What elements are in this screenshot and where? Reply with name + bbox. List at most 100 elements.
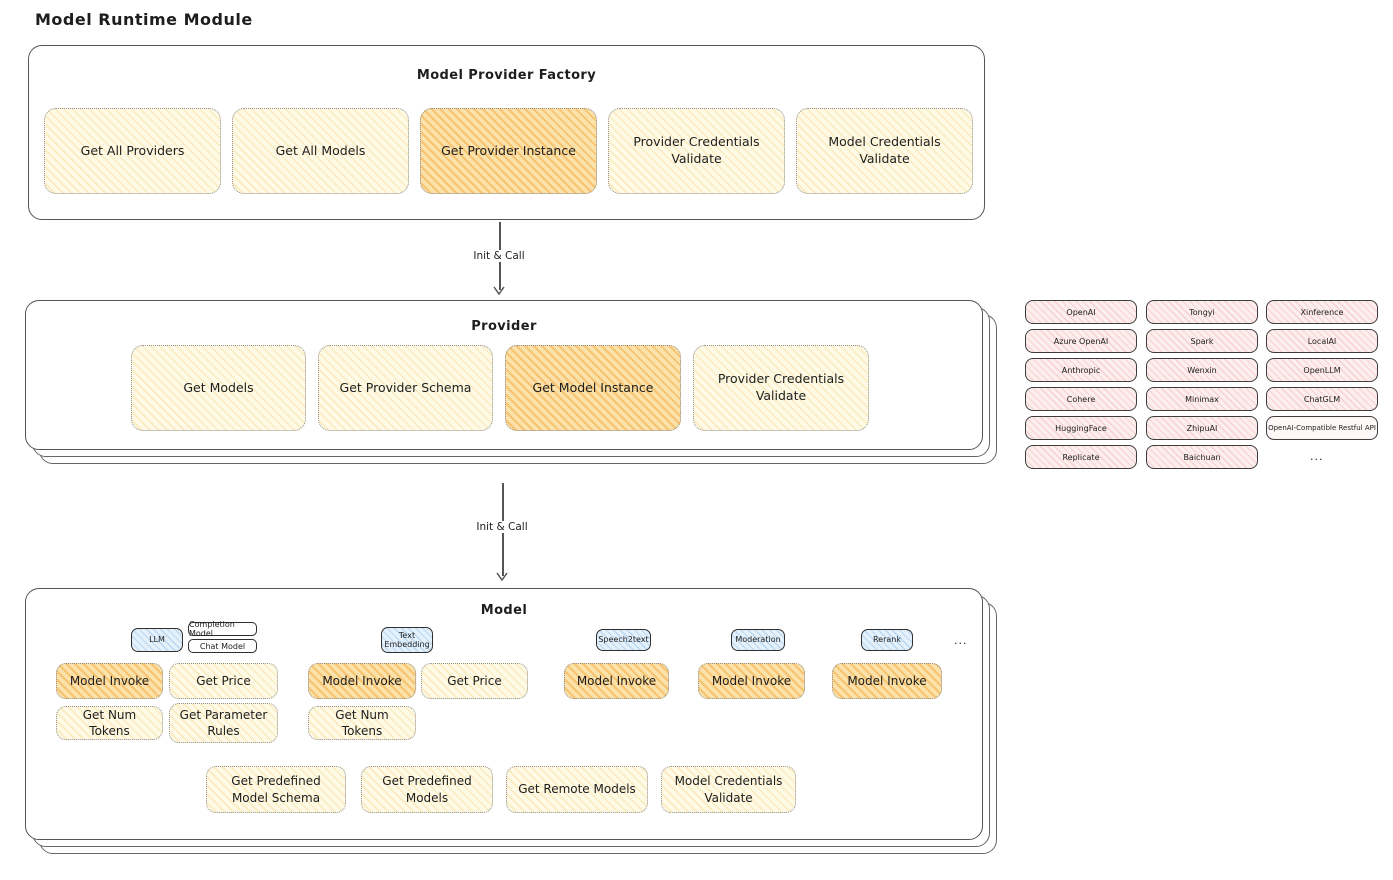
chip-label: OpenAI-Compatible Restful API xyxy=(1268,424,1376,432)
node-label: Get Predefined Models xyxy=(382,774,472,805)
node-embedding-model-invoke: Model Invoke xyxy=(308,663,416,699)
provider-chip: Azure OpenAI xyxy=(1025,329,1137,353)
model-title: Model xyxy=(480,603,528,618)
chip-label: Anthropic xyxy=(1061,365,1101,375)
chip-label: Baichuan xyxy=(1183,452,1221,462)
node-label: Model Invoke xyxy=(576,673,657,688)
tags-more-ellipsis: ... xyxy=(954,634,968,647)
chip-label: Cohere xyxy=(1066,394,1096,404)
provider-chip: HuggingFace xyxy=(1025,416,1137,440)
node-embedding-get-price: Get Price xyxy=(421,663,528,699)
node-get-provider-instance: Get Provider Instance xyxy=(420,108,597,194)
provider-chip: Xinference xyxy=(1266,300,1378,324)
factory-panel: Model Provider Factory Get All Providers… xyxy=(28,45,985,220)
provider-chip: Spark xyxy=(1146,329,1258,353)
node-llm-get-parameter-rules: Get Parameter Rules xyxy=(169,703,278,743)
provider-chip: ChatGLM xyxy=(1266,387,1378,411)
node-label: Get Parameter Rules xyxy=(179,707,268,738)
node-label: Model Invoke xyxy=(69,673,150,688)
node-label: Model Invoke xyxy=(847,673,927,688)
tag-rerank: Rerank xyxy=(861,629,913,651)
node-label: Get Num Tokens xyxy=(335,707,389,738)
tag-completion-model: Completion Model xyxy=(188,620,257,638)
arrow1-label: Init & Call xyxy=(469,250,529,262)
provider-chip: OpenAI xyxy=(1025,300,1137,324)
node-get-remote-models: Get Remote Models xyxy=(506,766,648,813)
arrow-head-icon xyxy=(493,286,505,295)
provider-panel: Provider Get Models Get Provider Schema … xyxy=(25,300,983,450)
chip-label: Spark xyxy=(1190,336,1214,346)
node-label: Get Provider Instance xyxy=(441,142,576,158)
tag-moderation: Moderation xyxy=(731,629,785,651)
node-llm-model-invoke: Model Invoke xyxy=(56,663,163,699)
node-rerank-model-invoke: Model Invoke xyxy=(832,663,942,699)
provider-chip: Wenxin xyxy=(1146,358,1258,382)
factory-title: Model Provider Factory xyxy=(416,68,597,83)
node-provider-credentials-validate-2: Provider Credentials Validate xyxy=(693,345,869,431)
node-label: Get Num Tokens xyxy=(82,707,137,738)
provider-chip: ZhipuAI xyxy=(1146,416,1258,440)
node-model-credentials-validate: Model Credentials Validate xyxy=(796,108,973,194)
node-moderation-model-invoke: Model Invoke xyxy=(698,663,805,699)
tag-label: Speech2text xyxy=(598,635,649,645)
node-speech2text-model-invoke: Model Invoke xyxy=(564,663,669,699)
chip-label: OpenAI xyxy=(1066,307,1096,317)
node-get-all-models: Get All Models xyxy=(232,108,409,194)
tag-label: Completion Model xyxy=(189,620,235,638)
node-label: Provider Credentials Validate xyxy=(633,134,760,166)
node-label: Provider Credentials Validate xyxy=(717,371,845,403)
tag-text-embedding: Text Embedding xyxy=(381,627,433,653)
provider-title: Provider xyxy=(471,319,537,334)
node-label: Get Price xyxy=(447,673,502,688)
provider-chip: Cohere xyxy=(1025,387,1137,411)
chip-label: Tongyi xyxy=(1189,307,1215,317)
node-get-provider-schema: Get Provider Schema xyxy=(318,345,493,431)
tag-label: Moderation xyxy=(735,635,781,645)
node-label: Get Remote Models xyxy=(518,782,636,797)
provider-chip: Tongyi xyxy=(1146,300,1258,324)
provider-chip: LocalAI xyxy=(1266,329,1378,353)
node-label: Get Provider Schema xyxy=(339,379,472,395)
chip-label: HuggingFace xyxy=(1055,423,1107,433)
node-label: Model Invoke xyxy=(711,673,792,688)
node-label: Get Model Instance xyxy=(532,379,654,395)
provider-chip: OpenLLM xyxy=(1266,358,1378,382)
chip-label: ChatGLM xyxy=(1303,394,1341,404)
model-panel: Model LLM Completion Model Chat Model Te… xyxy=(25,588,983,840)
provider-chip: Anthropic xyxy=(1025,358,1137,382)
node-get-all-providers: Get All Providers xyxy=(44,108,221,194)
node-label: Get Predefined Model Schema xyxy=(231,774,321,805)
provider-chip: Baichuan xyxy=(1146,445,1258,469)
node-label: Get All Models xyxy=(275,142,366,158)
tag-llm: LLM xyxy=(131,628,183,652)
chip-label: Azure OpenAI xyxy=(1053,336,1109,346)
tag-speech2text: Speech2text xyxy=(596,629,651,651)
node-label: Get Models xyxy=(183,379,254,395)
chip-label: Wenxin xyxy=(1187,365,1217,375)
chip-label: OpenLLM xyxy=(1303,365,1341,375)
tag-chat-model: Chat Model xyxy=(188,639,257,653)
provider-chip: Replicate xyxy=(1025,445,1137,469)
node-get-predefined-models: Get Predefined Models xyxy=(361,766,493,813)
node-get-model-instance: Get Model Instance xyxy=(505,345,681,431)
node-label: Get All Providers xyxy=(80,142,185,158)
provider-chip: Minimax xyxy=(1146,387,1258,411)
tag-label: Chat Model xyxy=(199,641,246,651)
chip-label: Minimax xyxy=(1185,394,1219,404)
node-label: Get Price xyxy=(196,673,251,688)
node-label: Model Invoke xyxy=(322,673,402,688)
tag-label: LLM xyxy=(149,635,165,645)
chip-label: Replicate xyxy=(1062,452,1100,462)
node-llm-get-price: Get Price xyxy=(169,663,278,699)
node-label: Model Credentials Validate xyxy=(828,134,941,166)
chip-label: ZhipuAI xyxy=(1186,423,1218,433)
arrow-head-icon xyxy=(496,572,508,581)
node-llm-get-num-tokens: Get Num Tokens xyxy=(56,706,163,740)
arrow2-label: Init & Call xyxy=(472,521,532,533)
node-provider-credentials-validate: Provider Credentials Validate xyxy=(608,108,785,194)
node-label: Model Credentials Validate xyxy=(674,774,783,805)
chip-label: LocalAI xyxy=(1307,336,1337,346)
node-model-credentials-validate-2: Model Credentials Validate xyxy=(661,766,796,813)
node-get-predefined-model-schema: Get Predefined Model Schema xyxy=(206,766,346,813)
